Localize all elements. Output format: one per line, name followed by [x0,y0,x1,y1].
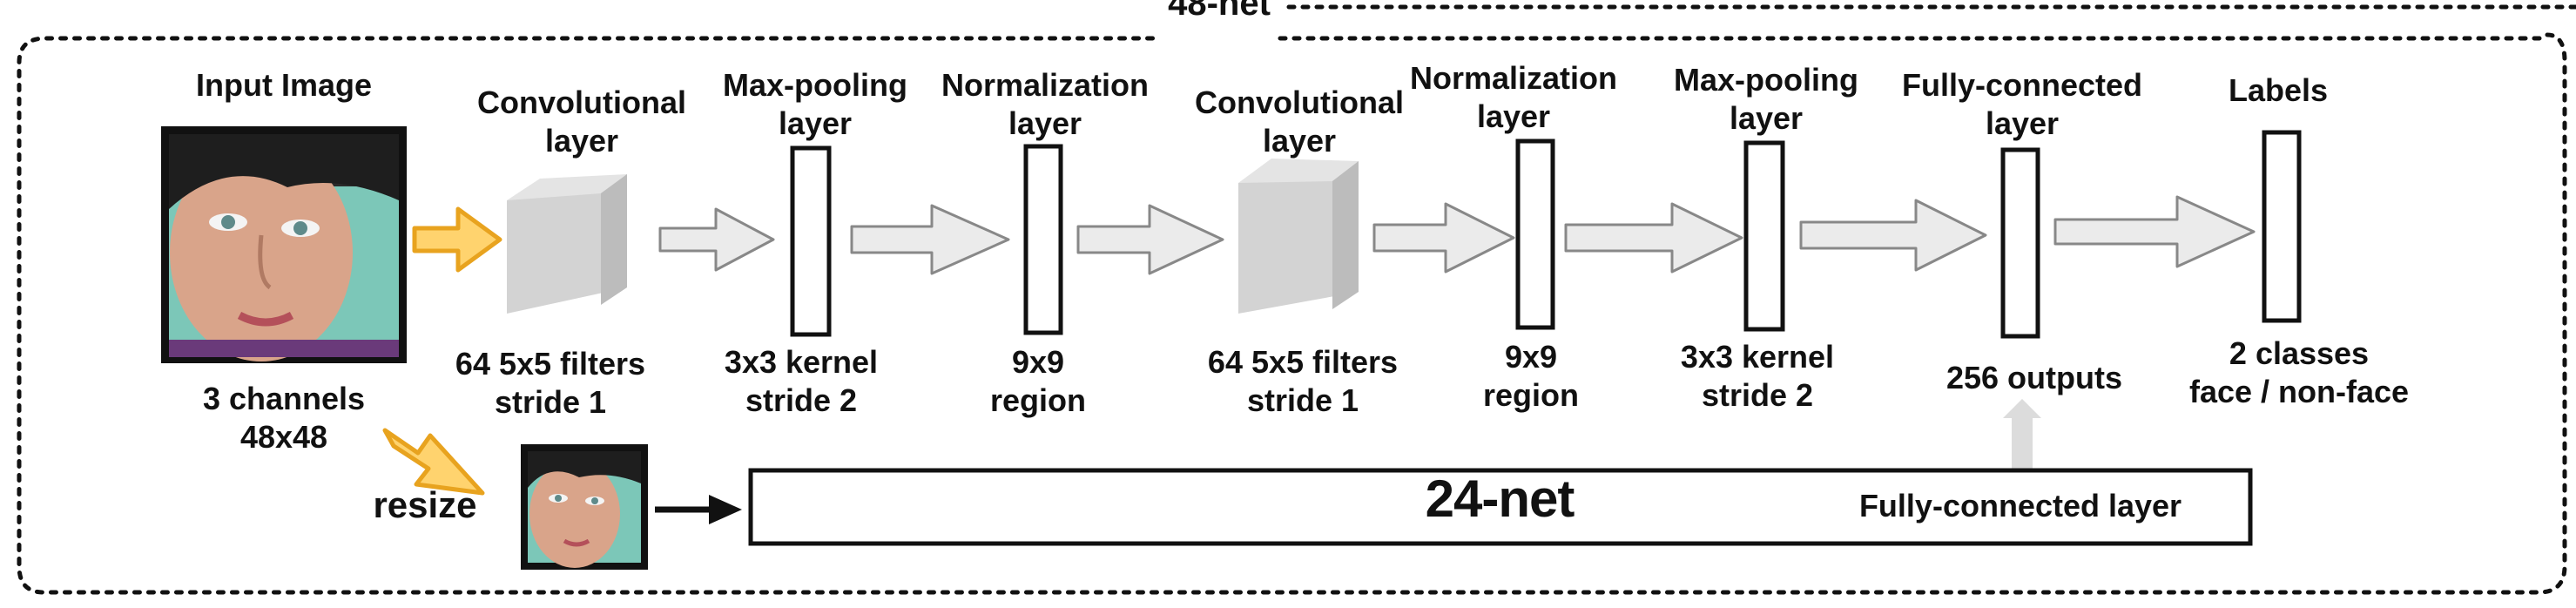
resized-face-image [521,444,648,570]
net24-title: 24-net [1425,470,1575,528]
arrow-pool2-to-fc [1799,199,1987,272]
orange-arrow-resize [382,428,485,496]
arrow-fc-to-labels [2053,195,2256,268]
grey-arrows [658,195,2256,475]
fc-bar [2000,147,2040,339]
norm1-bar [1023,144,1063,335]
input-image-title: Input Image [195,67,373,103]
layer-bars [790,130,2302,339]
input-face-image [161,126,407,363]
resize-label: resize [373,484,477,525]
pool1-bar [790,145,832,337]
conv-layer-2-block [1238,159,1359,314]
norm2-bar [1515,138,1555,330]
outer-48net-title: 48-net [1156,0,1283,24]
fc-caption: 256 outputs [1945,360,2123,395]
labels-title: Labels [2228,72,2329,108]
arrow-conv2-to-norm2 [1372,202,1515,274]
arrow-conv1-to-pool1 [658,207,775,272]
conv-layer-1-block [507,174,627,314]
arrow-pool1-to-norm1 [850,204,1010,275]
labels-bar [2262,130,2302,323]
pool2-bar [1743,140,1785,332]
arrowhead-small-face-to-24net [709,495,742,524]
arrow-24net-to-fc [2003,399,2041,475]
net24-box [748,468,2253,546]
arrow-norm2-to-pool2 [1564,202,1743,274]
outer-48net-frame [17,4,2576,595]
orange-arrow-input-to-conv [412,206,502,273]
arrow-norm1-to-conv2 [1076,204,1224,275]
net24-fc-label: Fully-connected layer [1858,488,2182,524]
